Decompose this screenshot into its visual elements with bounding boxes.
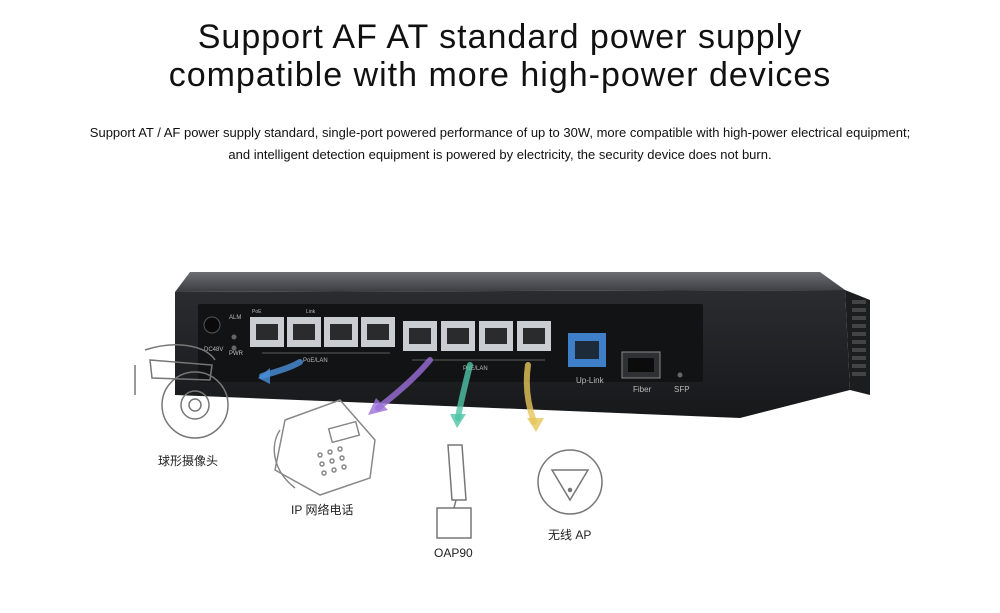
description-line-2: and intelligent detection equipment is p… (228, 147, 772, 162)
dome-camera-label: 球形摄像头 (158, 454, 219, 468)
poe-lan-label-2: PoE/LAN (463, 366, 488, 372)
page-title-line-1: Support AF AT standard power supply (197, 18, 803, 56)
rj45-port-icon (361, 317, 395, 347)
wireless-ap-label: 无线 AP (548, 528, 592, 542)
dc-label: DC48V (204, 347, 223, 353)
page-title-line-2: compatible with more high-power devices (168, 56, 832, 94)
dc-jack-icon (203, 316, 221, 334)
pwr-label: PWR (229, 351, 244, 357)
poe-lan-label-1: PoE/LAN (303, 358, 328, 364)
poe-port-group-1: PoE Link PoE/LAN (250, 309, 395, 364)
poe-port-group-2: PoE/LAN (403, 321, 551, 372)
dome-camera-icon (134, 344, 229, 439)
arrow-purple (375, 357, 433, 411)
sfp-port: Fiber SFP (621, 351, 690, 394)
rj45-port-icon (324, 317, 358, 347)
power-arrows (258, 357, 544, 432)
poe-switch: DC48V ALM PWR PoE Link PoE/LAN PoE/LAN (175, 272, 870, 418)
outdoor-ap-label: OAP90 (434, 546, 473, 560)
alm-label: ALM (229, 315, 241, 321)
fiber-label: Fiber (633, 385, 652, 394)
rj45-port-icon (479, 321, 513, 351)
uplink-label: Up-Link (576, 376, 605, 385)
product-illustration: DC48V ALM PWR PoE Link PoE/LAN PoE/LAN (134, 272, 870, 539)
link-label: Link (306, 309, 316, 315)
ip-phone-icon (273, 399, 376, 496)
side-vents (852, 300, 866, 376)
poe-label: PoE (252, 309, 262, 315)
alm-led-icon (231, 334, 237, 340)
pwr-led-icon (231, 345, 237, 351)
rj45-port-icon (517, 321, 551, 351)
wireless-ap-icon (537, 449, 603, 515)
uplink-port: Up-Link (568, 333, 606, 385)
rj45-port-icon (250, 317, 284, 347)
sfp-label: SFP (674, 385, 690, 394)
arrow-yellow (523, 362, 537, 425)
outdoor-ap-icon (436, 444, 472, 539)
ip-phone-label: IP 网络电话 (291, 503, 354, 517)
rj45-port-icon (403, 321, 437, 351)
rj45-port-icon (287, 317, 321, 347)
description-line-1: Support AT / AF power supply standard, s… (89, 125, 911, 140)
rj45-port-icon (441, 321, 475, 351)
